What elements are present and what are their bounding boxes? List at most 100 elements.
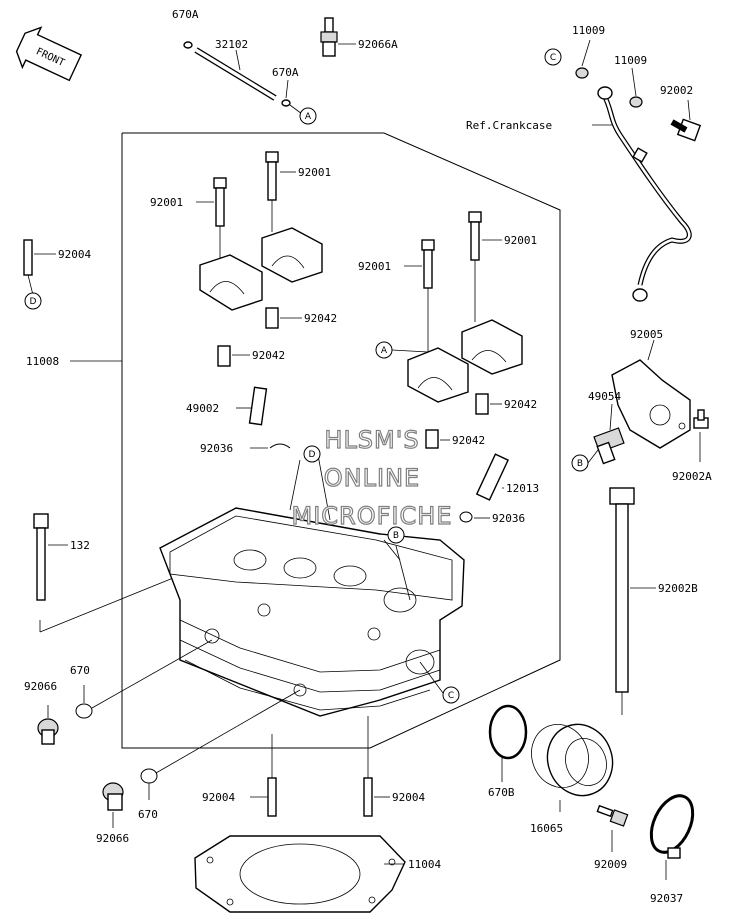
guide-49002 [248, 386, 268, 426]
oring-670-lower [140, 768, 158, 784]
gasket-11004 [194, 835, 406, 913]
label-92005: 92005 [630, 328, 663, 341]
dowel-92042-b [217, 345, 231, 367]
label-11004: 11004 [408, 858, 441, 871]
label-92002: 92002 [660, 84, 693, 97]
callout-b-mid: B [387, 526, 405, 544]
bolt-92001-a [265, 151, 279, 201]
label-92004-left: 92004 [58, 248, 91, 261]
bolt-92001-b [213, 177, 227, 227]
callout-d-left: D [24, 292, 42, 310]
clip-92036-right [459, 511, 473, 523]
bolt-132 [33, 513, 49, 601]
cam-cap-right-rear [461, 319, 523, 375]
label-49054: 49054 [588, 390, 621, 403]
plug-92066-upper [37, 718, 59, 745]
label-670-upper: 670 [70, 664, 90, 677]
bolt-92002a [693, 409, 709, 429]
oring-670a-bottom [281, 99, 291, 107]
label-670b: 670B [488, 786, 515, 799]
callout-a-top: A [299, 107, 317, 125]
washer-11009-b [629, 96, 643, 108]
cylinder-head [159, 507, 465, 717]
label-11009-b: 11009 [614, 54, 647, 67]
label-92037: 92037 [650, 892, 683, 905]
label-92042-d: 92042 [452, 434, 485, 447]
label-92066a: 92066A [358, 38, 398, 51]
dowel-92042-a [265, 307, 279, 329]
stud-92004-left [23, 239, 33, 276]
oring-670-upper [75, 703, 93, 719]
oil-pipe [597, 86, 692, 302]
cam-cap-left-rear [261, 227, 323, 283]
watermark: HLSM'S ONLINE MICROFICHE [291, 425, 452, 530]
svg-text:ONLINE: ONLINE [324, 464, 420, 492]
screw-92009 [596, 804, 629, 827]
label-92001-b: 92001 [150, 196, 183, 209]
label-12013: 12013 [506, 482, 539, 495]
label-49002: 49002 [186, 402, 219, 415]
cover-92005 [611, 359, 691, 449]
svg-text:D: D [30, 297, 37, 307]
label-92001-a: 92001 [298, 166, 331, 179]
callout-c-top: C [544, 48, 562, 66]
sensor-92066a [320, 17, 338, 57]
ref-crankcase-label: Ref.Crankcase [466, 119, 552, 132]
label-92001-c: 92001 [358, 260, 391, 273]
label-92002a: 92002A [672, 470, 712, 483]
label-92066-lower: 92066 [96, 832, 129, 845]
banjo-bolt-92002 [670, 118, 702, 142]
svg-text:C: C [448, 691, 454, 701]
label-92042-a: 92042 [304, 312, 337, 325]
front-arrow-icon: FRONT [15, 26, 83, 82]
label-92036-left: 92036 [200, 442, 233, 455]
stud-92004-lower-left [267, 777, 277, 817]
svg-text:A: A [381, 346, 388, 356]
label-92066-upper: 92066 [24, 680, 57, 693]
rod-32102 [195, 48, 276, 100]
plug-92066-lower [102, 782, 124, 811]
label-16065: 16065 [530, 822, 563, 835]
svg-text:HLSM'S: HLSM'S [324, 426, 419, 454]
tappet-12013 [475, 453, 509, 501]
label-92042-c: 92042 [504, 398, 537, 411]
holder-16065 [531, 723, 614, 797]
label-32102: 32102 [215, 38, 248, 51]
plug-49054 [593, 427, 625, 465]
washer-11009-a [575, 67, 589, 79]
clamp-92037 [649, 794, 695, 859]
stud-92004-lower-right [363, 777, 373, 817]
label-11009-a: 11009 [572, 24, 605, 37]
svg-text:C: C [550, 53, 556, 63]
label-670a-bottom: 670A [272, 66, 299, 79]
label-92002b: 92002B [658, 582, 698, 595]
bolt-92001-d [468, 211, 482, 261]
label-92001-d: 92001 [504, 234, 537, 247]
label-92004-lower-right: 92004 [392, 791, 425, 804]
svg-text:B: B [577, 459, 583, 469]
label-92036-right: 92036 [492, 512, 525, 525]
svg-text:A: A [305, 112, 312, 122]
cam-cap-right-front [407, 347, 469, 403]
cam-cap-left-front [199, 254, 263, 311]
clip-92036-left [269, 443, 291, 449]
label-132: 132 [70, 539, 90, 552]
bolt-92002b [609, 487, 635, 693]
label-670-lower: 670 [138, 808, 158, 821]
dowel-92042-c [475, 393, 489, 415]
callout-c-mid: C [442, 686, 460, 704]
label-670a-top: 670A [172, 8, 199, 21]
callout-d-mid: D [303, 445, 321, 463]
svg-text:D: D [309, 450, 316, 460]
assembly-boundary [121, 132, 561, 749]
callout-a-mid: A [375, 341, 393, 359]
oring-670a-top [183, 41, 193, 49]
label-92042-b: 92042 [252, 349, 285, 362]
dowel-92042-d [425, 429, 439, 449]
callout-b-right: B [571, 454, 589, 472]
oring-670b [488, 704, 528, 760]
label-92009: 92009 [594, 858, 627, 871]
svg-text:B: B [393, 531, 399, 541]
